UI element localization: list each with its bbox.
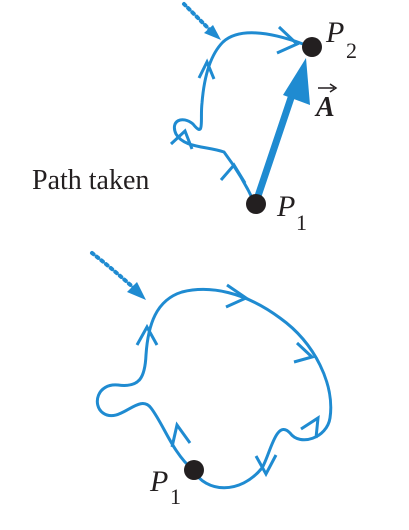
- bottom-dotted-arrowhead: [127, 282, 146, 300]
- top-p1-subscript: 1: [296, 210, 307, 235]
- vector-a-arrow: [252, 76, 301, 206]
- bottom-chevron-3: [225, 283, 250, 309]
- top-figure: P 1 P 2 A Path taken: [32, 2, 357, 235]
- bottom-chevron-4: [293, 341, 315, 364]
- top-point-p2: [302, 37, 322, 57]
- top-path-chevron-3: [197, 58, 216, 80]
- path-taken-label: Path taken: [32, 165, 149, 196]
- bottom-chevron-5: [300, 415, 320, 439]
- top-path-chevron-1: [219, 162, 247, 184]
- bottom-p1-label: P: [149, 465, 168, 498]
- vector-a-arrowhead: [283, 58, 310, 105]
- top-path-curve: [173, 31, 304, 205]
- bottom-dotted-arrow: [90, 251, 138, 292]
- bottom-chevron-6: [254, 454, 278, 478]
- bottom-chevron-1: [170, 421, 192, 448]
- bottom-p1-subscript: 1: [170, 484, 181, 509]
- bottom-chevron-2: [135, 323, 159, 346]
- top-p2-subscript: 2: [346, 38, 357, 63]
- vector-a-label: A: [314, 92, 335, 123]
- top-p1-label: P: [276, 190, 295, 223]
- bottom-loop-path: [95, 287, 333, 490]
- bottom-figure: P 1: [90, 251, 333, 509]
- top-dotted-arrowhead: [204, 25, 221, 40]
- top-p2-label: P: [325, 16, 344, 49]
- bottom-point-p1: [184, 460, 204, 480]
- vector-arrow-icon: [318, 83, 338, 93]
- top-path-chevron-2: [169, 128, 194, 150]
- top-point-p1: [246, 194, 266, 214]
- top-path-chevron-4: [276, 25, 300, 55]
